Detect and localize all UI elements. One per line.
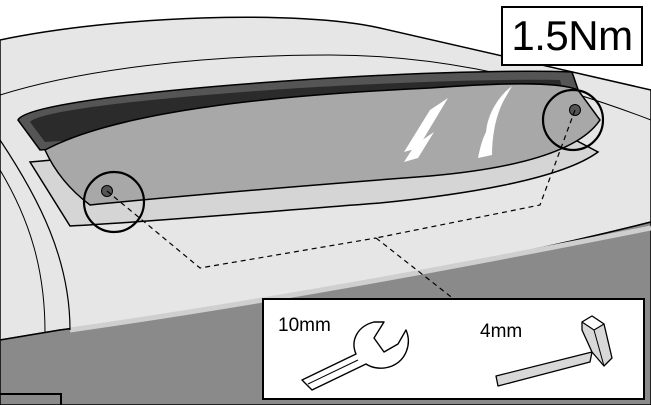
spoiler-body: [44, 82, 601, 206]
torque-value: 1.5Nm: [511, 12, 633, 59]
torque-spec-box: 1.5Nm: [501, 6, 643, 66]
right-leader-line: [375, 109, 576, 239]
side-pillar: [0, 139, 71, 331]
spoiler-glass-reflection-1: [404, 98, 448, 152]
wrench-size-label: 10mm: [278, 315, 331, 336]
left-leader-line: [106, 190, 377, 269]
side-pillar-inner: [0, 169, 46, 333]
required-tools-panel: 10mm 4mm: [262, 298, 645, 400]
right-bolt-callout-circle: [541, 88, 605, 152]
tool-leader-line: [375, 237, 456, 301]
body-crease-line: [69, 225, 651, 333]
adjacent-panel-frame: [0, 393, 62, 405]
leader-lines: [106, 109, 576, 301]
open-end-wrench-icon: [301, 321, 410, 391]
roof-spoiler: [28, 82, 601, 227]
hex-key-icon: [495, 315, 613, 387]
hex-key-size-label: 4mm: [480, 321, 523, 342]
spoiler-glass-reflection-3: [478, 86, 512, 158]
spoiler-glass-reflection-2: [404, 132, 434, 162]
left-bolt-callout-circle: [82, 170, 146, 234]
